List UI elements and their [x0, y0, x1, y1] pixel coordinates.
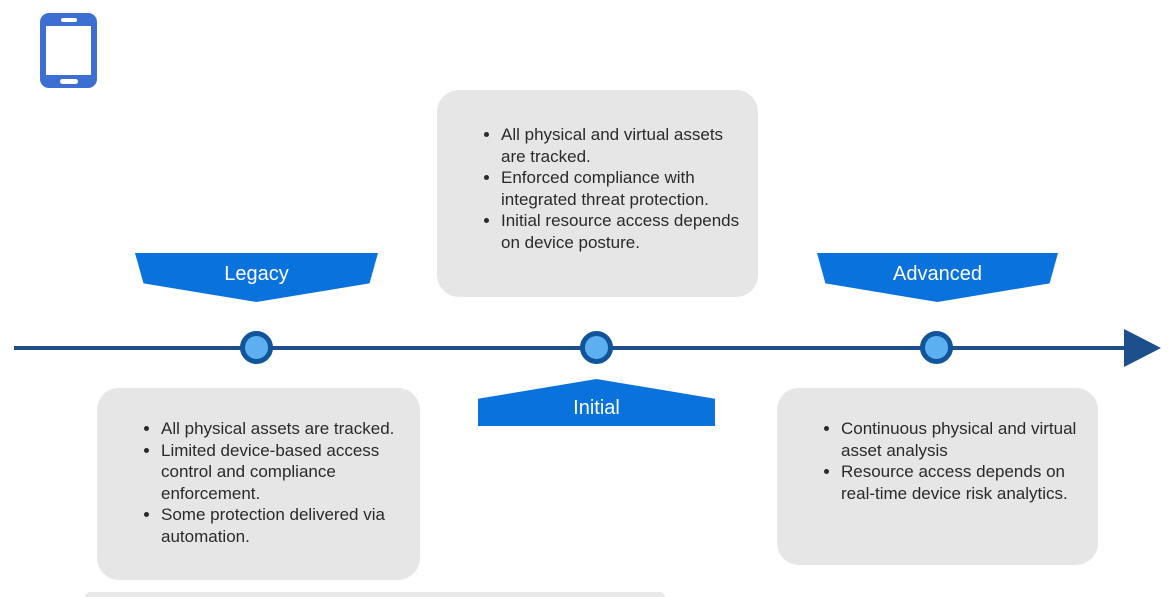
- stage-card-legacy: All physical assets are tracked. Limited…: [97, 388, 420, 580]
- timeline-line: [14, 346, 1126, 350]
- timeline-node-initial: [580, 331, 613, 364]
- stage-banner-initial: Initial: [478, 379, 715, 426]
- stage-banner-advanced: Advanced: [817, 253, 1058, 302]
- bullet-item: All physical assets are tracked.: [161, 418, 414, 440]
- tablet-screen: [46, 26, 91, 75]
- bullet-list-advanced: Continuous physical and virtual asset an…: [777, 388, 1098, 504]
- bullet-list-legacy: All physical assets are tracked. Limited…: [97, 388, 420, 547]
- timeline-node-legacy: [240, 331, 273, 364]
- tablet-icon: [40, 13, 97, 88]
- tablet-home-button: [59, 79, 78, 84]
- bullet-list-initial: All physical and virtual assets are trac…: [437, 90, 758, 253]
- cutoff-card-edge: [85, 592, 665, 597]
- stage-banner-legacy: Legacy: [135, 253, 378, 302]
- tablet-speaker-bar: [60, 18, 77, 22]
- timeline-node-advanced: [920, 331, 953, 364]
- bullet-item: Initial resource access depends on devic…: [501, 210, 746, 253]
- stage-card-advanced: Continuous physical and virtual asset an…: [777, 388, 1098, 565]
- bullet-item: Some protection delivered via automation…: [161, 504, 414, 547]
- stage-label-legacy: Legacy: [224, 263, 289, 285]
- stage-label-initial: Initial: [573, 397, 620, 419]
- bullet-item: Limited device-based access control and …: [161, 440, 414, 505]
- bullet-item: Enforced compliance with integrated thre…: [501, 167, 746, 210]
- timeline-arrowhead-icon: [1124, 329, 1161, 367]
- bullet-item: Continuous physical and virtual asset an…: [841, 418, 1092, 461]
- bullet-item: Resource access depends on real-time dev…: [841, 461, 1092, 504]
- bullet-item: All physical and virtual assets are trac…: [501, 124, 746, 167]
- stage-label-advanced: Advanced: [893, 263, 982, 285]
- stage-card-initial: All physical and virtual assets are trac…: [437, 90, 758, 297]
